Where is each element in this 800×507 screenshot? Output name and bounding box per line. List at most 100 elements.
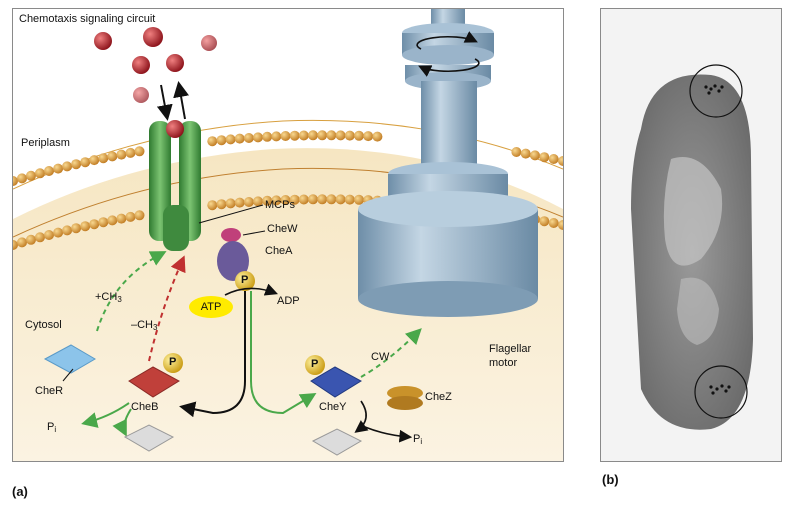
lipid-head [335,130,346,141]
diagram-title: Chemotaxis signaling circuit [19,13,156,25]
flagellar-motor-graphic [358,9,538,317]
cheb-pi-label: Pi [47,421,57,434]
lipid-head [372,131,383,142]
micrograph-panel [600,8,782,462]
adp-label: ADP [277,295,300,307]
lipid-head [116,149,127,160]
lipid-head [53,163,64,174]
chey-graphic [310,366,363,398]
chea-phosphate [235,271,255,291]
lipid-head [253,196,263,207]
lipid-head [354,130,364,141]
attractant-molecules [94,27,217,103]
lipid-head [53,227,64,238]
mcp-receptor-graphic [149,120,201,251]
bottom-cluster-circle [694,365,748,419]
lipid-head [98,217,109,228]
lipid-head [234,197,245,208]
chey-label: CheY [319,401,347,413]
lipid-head [363,131,374,142]
diagram-graphics [13,9,563,461]
lipid-head [44,166,54,176]
lipid-head [89,219,100,230]
chey-pi-label: Pi [413,433,423,446]
lipid-head [539,152,550,163]
top-cluster-circle [689,64,743,118]
lipid-head [26,234,36,245]
lipid-head [234,133,245,144]
methyl-remove-label: –CH3 [131,319,158,332]
lipid-head [26,170,36,181]
cheb-label: CheB [131,401,159,413]
lipid-head [125,211,136,222]
lipid-head [530,150,540,161]
lipid-head [335,194,346,205]
lipid-head [280,131,291,141]
periplasm-label: Periplasm [21,137,70,149]
lipid-head [207,200,218,211]
lipid-head [262,195,273,206]
lipid-head [271,131,282,142]
cheb-graphic [128,366,181,398]
chew-graphic [221,228,241,242]
lipid-head [326,194,337,205]
lipid-head [262,131,273,142]
lipid-head [125,147,136,158]
lipid-head [116,213,127,224]
lipid-head [308,194,318,205]
lipid-head [71,223,82,234]
lipid-head [548,154,559,164]
lipid-head [344,194,355,205]
lipid-head [253,132,263,143]
micrograph-graphics [601,9,781,461]
lipid-head [13,176,18,186]
flagellar-motor-label-2: motor [489,357,518,369]
chea-phosphate-label: P [241,274,249,286]
lipid-head [271,195,282,206]
lipid-head [89,155,100,166]
chey-inactive-graphic [311,428,363,456]
receptor-clusters [704,84,731,395]
lipid-head [558,220,563,230]
lipid-head [35,232,45,243]
lipid-head [289,130,300,141]
lipid-head [326,130,337,141]
lipid-head [548,218,559,228]
cheb-inactive-graphic [123,424,175,452]
lipid-head [539,216,550,227]
lipid-head [317,130,328,141]
cw-label: CW [371,351,390,363]
lipid-head [558,156,563,166]
lipid-head [317,194,328,205]
lipid-head [289,194,300,205]
chez-graphic [387,386,423,410]
lipid-head [17,173,27,184]
lipid-head [308,130,318,141]
lipid-head [354,194,364,205]
chew-label: CheW [267,223,298,235]
cheb-phosphate-label: P [169,356,177,368]
lipid-head [71,159,82,170]
lipid-head [13,240,18,250]
lipid-head [207,136,218,147]
lipid-head [344,130,355,141]
lipid-head [134,146,145,157]
lipid-head [35,168,45,179]
panel-a-letter: (a) [12,484,28,499]
lipid-head [107,215,118,226]
lipid-head [243,133,254,143]
lipid-head [62,161,73,172]
lipid-head [243,197,254,207]
lipid-head [298,194,309,205]
lipid-head [17,237,27,248]
atp-label: ATP [189,296,233,318]
cytosol-label: Cytosol [25,319,62,331]
flagellar-motor-label-1: Flagellar [489,343,532,355]
cher-graphic [43,344,96,374]
mcps-label: MCPs [265,199,295,211]
lipid-head [511,147,522,157]
lipid-head [216,199,227,210]
cher-label: CheR [35,385,64,397]
lipid-head [225,198,236,209]
chez-label: CheZ [425,391,452,403]
